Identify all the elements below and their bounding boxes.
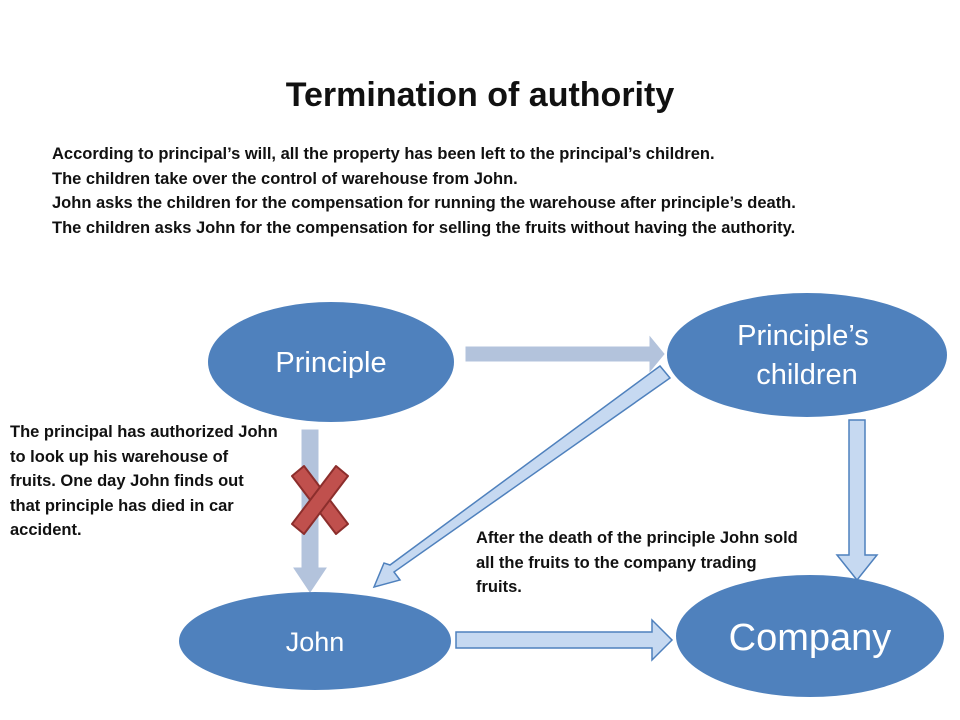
intro-line: According to principal’s will, all the p… [52,145,715,163]
node-principles-children-label: Principle’s children [737,320,877,391]
side-note: The principal has authorized John to loo… [10,423,278,539]
node-children-line: children [756,359,858,391]
node-children-line: Principle’s [737,320,869,352]
sale-note: After the death of the principle John so… [476,529,798,596]
node-principle [208,302,454,422]
node-company-label: Company [729,617,892,659]
node-principles-children [667,293,947,417]
node-principle-label: Principle [275,347,386,379]
node-john [179,592,451,690]
arrow-children-to-john [372,364,672,589]
intro-text: According to principal’s will, all the p… [52,142,932,240]
node-company [676,575,944,697]
node-john-label: John [286,627,345,657]
intro-line: The children take over the control of wa… [52,169,518,188]
intro-line: The children asks John for the compensat… [52,218,796,237]
slide-title: Termination of authority [285,76,675,114]
arrow-john-to-company [455,618,674,662]
red-cross-icon [291,465,349,535]
arrow-principle-to-children [465,335,665,373]
arrow-children-to-company [835,419,879,582]
intro-line: John asks the children for the compensat… [52,194,796,212]
